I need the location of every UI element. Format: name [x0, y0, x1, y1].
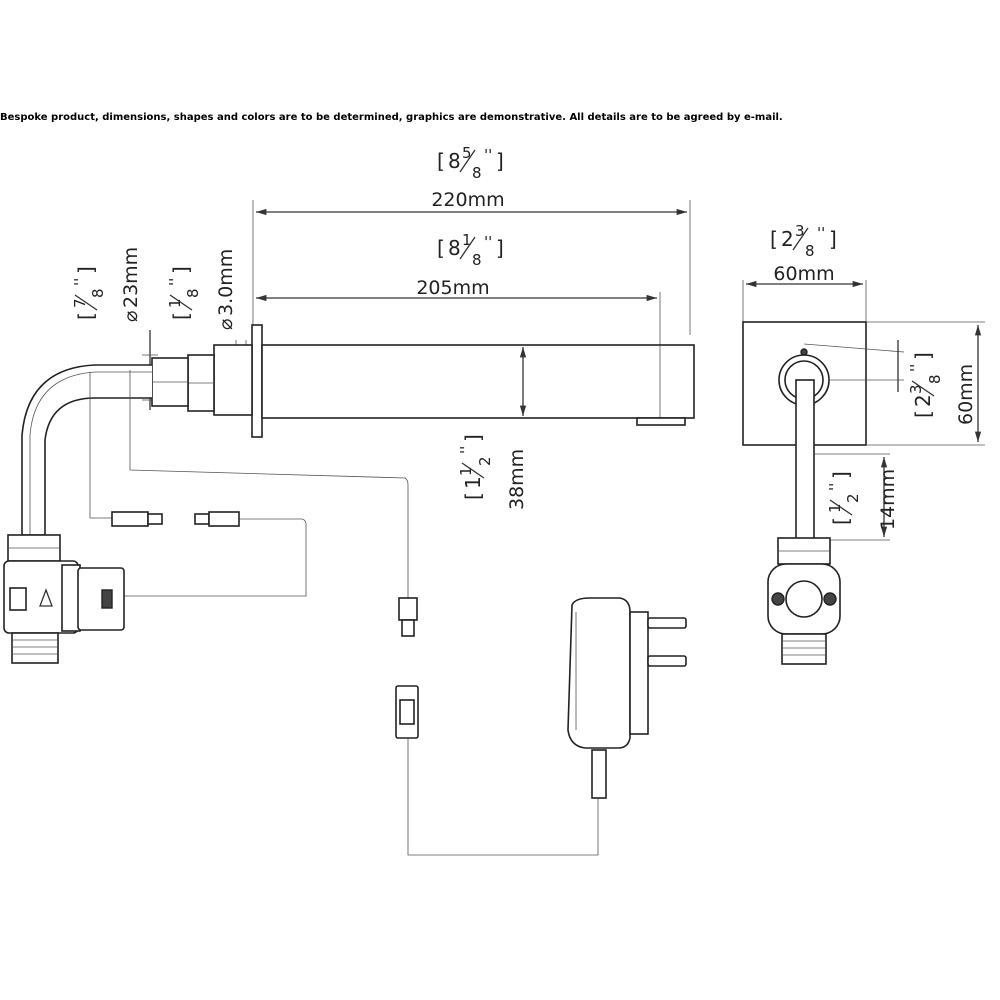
svg-text:]: ] — [461, 434, 485, 442]
svg-text:'': '' — [826, 483, 844, 491]
supply-pipe — [21, 364, 152, 536]
dim-overall-mm: 220mm — [431, 189, 504, 211]
svg-text:'': '' — [484, 233, 492, 251]
svg-text:]: ] — [911, 352, 935, 360]
solenoid-valve — [3, 534, 125, 664]
adapter-body — [567, 597, 631, 749]
svg-text:3: 3 — [795, 222, 805, 240]
dim-height-inch: [ 1 1 2 '' ] — [457, 434, 494, 500]
svg-text:1: 1 — [457, 466, 475, 476]
side-view-spout: 38mm [ 1 1 2 '' ] — [3, 324, 695, 664]
dim-plate-height-mm: 60mm — [955, 364, 977, 425]
svg-text:[: [ — [461, 492, 485, 500]
wall-plate — [251, 324, 263, 438]
svg-text:[: [ — [437, 236, 445, 260]
dim-offset-mm: 14mm — [877, 469, 899, 530]
svg-text:]: ] — [74, 266, 98, 274]
dim-plate-thickness: ⌀ 3.0mm [ 1 8 '' ] — [166, 249, 256, 370]
svg-text:2: 2 — [476, 456, 494, 466]
svg-text:[: [ — [169, 312, 193, 320]
svg-text:'': '' — [817, 224, 825, 242]
connector-plug-right — [194, 513, 210, 525]
svg-text:]: ] — [829, 471, 853, 479]
svg-text:1: 1 — [462, 231, 472, 249]
svg-text:8: 8 — [472, 251, 482, 269]
dim-plate-width-inch: [ 2 3 8 '' ] — [770, 222, 837, 260]
svg-text:5: 5 — [462, 144, 472, 162]
cable-a — [89, 372, 112, 519]
dim-spout-mm: 205mm — [416, 277, 489, 299]
dim-plate-thk-inch: [ 1 8 '' ] — [166, 266, 202, 320]
svg-text:[: [ — [770, 227, 778, 251]
svg-text:3: 3 — [907, 384, 925, 394]
svg-text:8: 8 — [805, 242, 815, 260]
prong-top — [647, 617, 687, 629]
front-supply-pipe — [795, 379, 815, 541]
svg-text:'': '' — [166, 278, 184, 286]
spout-outlet — [636, 417, 686, 426]
svg-text:'': '' — [457, 446, 475, 454]
dim-pipe-inch: [ 7 8 '' ] — [71, 266, 107, 320]
prong-bottom — [647, 655, 687, 667]
dim-height-mm: 38mm — [506, 449, 528, 510]
svg-text:]: ] — [496, 149, 504, 173]
svg-text:8: 8 — [472, 164, 482, 182]
svg-text:2: 2 — [844, 493, 862, 503]
dim-plate-thk-symbol: ⌀ — [215, 319, 237, 330]
cable-b — [122, 518, 307, 597]
svg-text:8: 8 — [89, 288, 107, 298]
svg-text:7: 7 — [71, 298, 89, 308]
dim-plate-thk-mm: 3.0mm — [215, 249, 237, 316]
svg-text:8: 8 — [926, 374, 944, 384]
svg-text:8: 8 — [448, 149, 461, 173]
svg-text:1: 1 — [461, 476, 485, 489]
adapter-cable — [407, 738, 599, 856]
dim-spout-length: 205mm [ 8 1 8 '' ] — [255, 231, 661, 385]
connector-plug-left — [111, 511, 149, 527]
svg-text:'': '' — [71, 278, 89, 286]
sensor-cable — [129, 370, 409, 598]
svg-text:[: [ — [911, 410, 935, 418]
front-valve — [767, 537, 841, 665]
front-view: 60mm [ 2 3 8 '' ] 60mm [ 2 3 8 '' ] — [742, 222, 985, 665]
spout-body — [261, 344, 695, 419]
svg-text:[: [ — [74, 312, 98, 320]
dim-plate-height-inch: [ 2 3 8 '' ] — [907, 352, 944, 418]
svg-text:'': '' — [484, 146, 492, 164]
connector-plug-down — [398, 597, 418, 621]
svg-text:]: ] — [169, 266, 193, 274]
svg-text:1: 1 — [166, 298, 184, 308]
svg-text:2: 2 — [911, 394, 935, 407]
svg-text:'': '' — [907, 364, 925, 372]
svg-text:2: 2 — [781, 227, 794, 251]
svg-text:8: 8 — [448, 236, 461, 260]
mounting-flange — [213, 344, 253, 416]
dim-plate-width-mm: 60mm — [773, 263, 834, 285]
power-adapter — [395, 597, 687, 856]
svg-text:1: 1 — [826, 503, 844, 513]
svg-text:[: [ — [437, 149, 445, 173]
dim-pipe-mm: 23mm — [120, 247, 142, 308]
dim-offset-inch: [ 1 2 '' ] — [826, 471, 862, 525]
svg-text:8: 8 — [184, 288, 202, 298]
dim-overall-inch: [ 8 5 8 '' ] — [437, 144, 504, 182]
svg-text:]: ] — [829, 227, 837, 251]
svg-text:[: [ — [829, 517, 853, 525]
dim-overall-length: 220mm [ 8 5 8 '' ] — [252, 144, 691, 335]
dim-spout-inch: [ 8 1 8 '' ] — [437, 231, 504, 269]
disclaimer-note: Bespoke product, dimensions, shapes and … — [0, 112, 783, 123]
svg-text:]: ] — [496, 236, 504, 260]
dim-pipe-diameter: ⌀ 23mm [ 7 8 '' ] — [71, 247, 158, 410]
dim-pipe-mm-symbol: ⌀ — [120, 311, 142, 322]
